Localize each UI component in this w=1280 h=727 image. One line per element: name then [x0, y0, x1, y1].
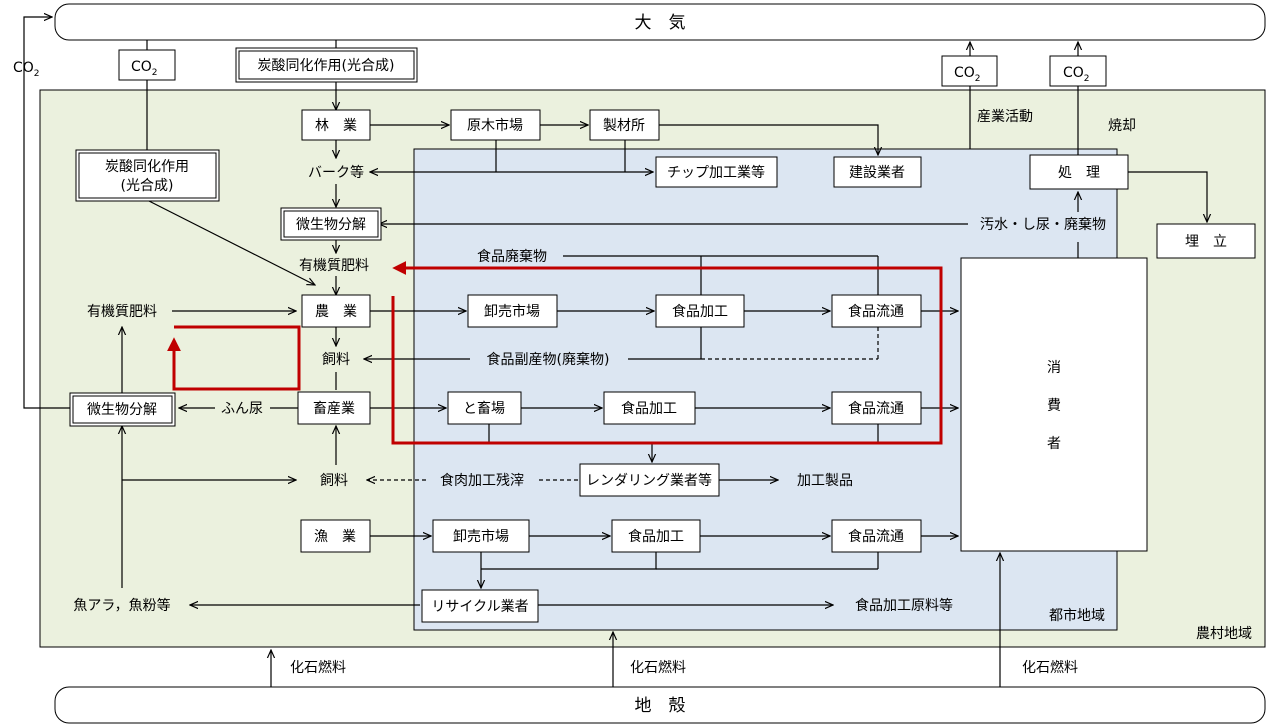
fossil-fuel-label-3: 化石燃料: [1022, 659, 1078, 676]
wholesale-1-label: 卸売市場: [484, 303, 540, 320]
sewage-label: 汚水・し尿・廃棄物: [980, 216, 1106, 233]
food-distribution-2-label: 食品流通: [848, 400, 904, 417]
photosynthesis-left-label-1: 炭酸同化作用: [105, 159, 189, 175]
treatment-box: [1029, 154, 1129, 190]
photosynthesis-top-label: 炭酸同化作用(光合成): [258, 58, 395, 74]
slaughter-label: と畜場: [463, 401, 505, 417]
photosynthesis-left-label-2: (光合成): [121, 178, 174, 194]
consumer-label-1: 消: [1047, 360, 1061, 376]
construction-label: 建設業者: [849, 165, 905, 181]
crust-label: 地 殻: [635, 696, 686, 716]
treatment-label: 処 理: [1058, 165, 1100, 181]
sawmill-box: [589, 109, 660, 141]
food-distribution-3-label: 食品流通: [848, 528, 904, 545]
consumer-label-3: 者: [1047, 436, 1061, 452]
microbe-left-label: 微生物分解: [87, 402, 157, 418]
crust-bar: [54, 686, 1266, 724]
atmosphere-label: 大 気: [635, 13, 686, 33]
fossil-fuel-label-2: 化石燃料: [630, 659, 686, 676]
agriculture-box: [301, 294, 371, 328]
consumer-label-2: 費: [1047, 398, 1061, 414]
consumer-box: [960, 257, 1148, 552]
feed-2-label: 飼料: [320, 473, 348, 489]
recycler-box: [421, 589, 539, 623]
wholesale-3-label: 卸売市場: [453, 528, 509, 545]
wholesale-1-box: [467, 294, 558, 328]
industrial-activity-label: 産業活動: [977, 109, 1033, 125]
landfill-label: 埋 立: [1185, 234, 1227, 250]
food-distribution-3-box: [831, 519, 922, 553]
co2-box-left: [118, 49, 176, 81]
byproduct-label: 食品副産物(廃棄物): [487, 351, 610, 368]
food-distribution-1-label: 食品流通: [848, 303, 904, 320]
livestock-label: 畜産業: [313, 401, 355, 417]
rendering-label: レンダリング業者等: [586, 472, 712, 489]
food-raw-materials-label: 食品加工原料等: [855, 597, 953, 614]
food-processing-3-label: 食品加工: [628, 528, 684, 545]
urban-region-label: 都市地域: [1049, 607, 1105, 624]
organic-fert-mid-label: 有機質肥料: [299, 258, 369, 274]
food-distribution-2-box: [831, 391, 922, 425]
slaughter-box: [447, 391, 522, 425]
log-market-label: 原木市場: [467, 117, 523, 134]
co2-label-right-2: CO2: [1063, 65, 1090, 84]
meat-residue-label: 食肉加工残滓: [440, 472, 524, 489]
rural-region-label: 農村地域: [1196, 626, 1252, 642]
incineration-label: 焼却: [1108, 118, 1136, 134]
feed-1-label: 飼料: [322, 352, 350, 368]
agriculture-label: 農 業: [315, 304, 357, 320]
co2-box-right-1: [941, 55, 998, 87]
co2-box-right-2: [1049, 55, 1107, 87]
processed-products-label: 加工製品: [797, 473, 853, 489]
food-processing-3-box: [611, 519, 701, 553]
manure-label: ふん尿: [221, 401, 263, 417]
fishery-box: [300, 519, 371, 553]
fishery-label: 漁 業: [314, 529, 356, 545]
rendering-box: [579, 463, 720, 497]
chip-processing-box: [655, 156, 778, 188]
fossil-fuel-label-1: 化石燃料: [290, 659, 346, 676]
food-waste-label: 食品廃棄物: [477, 248, 547, 265]
food-distribution-1-box: [831, 294, 922, 328]
landfill-box: [1156, 223, 1256, 259]
organic-fert-left-label: 有機質肥料: [87, 304, 157, 320]
wholesale-3-box: [432, 519, 530, 553]
sawmill-label: 製材所: [603, 118, 645, 134]
atmosphere-bar: [54, 3, 1266, 41]
co2-label-left-outer: CO2: [13, 60, 40, 79]
microbe-top-label: 微生物分解: [296, 217, 366, 233]
log-market-box: [450, 109, 541, 141]
forestry-label: 林 業: [315, 118, 357, 134]
chip-processing-label: チップ加工業等: [667, 164, 765, 181]
recycler-label: リサイクル業者: [431, 599, 528, 615]
fish-scraps-label: 魚アラ，魚粉等: [73, 597, 170, 614]
food-processing-1-label: 食品加工: [672, 303, 728, 320]
food-processing-2-box: [603, 391, 696, 425]
construction-box: [833, 156, 922, 188]
livestock-box: [297, 391, 371, 425]
bark-label: バーク等: [308, 164, 364, 181]
co2-label-left-box: CO2: [131, 59, 158, 78]
food-processing-2-label: 食品加工: [621, 400, 677, 417]
food-processing-1-box: [655, 294, 745, 328]
co2-label-right-1: CO2: [954, 65, 981, 84]
forestry-box: [301, 109, 371, 141]
